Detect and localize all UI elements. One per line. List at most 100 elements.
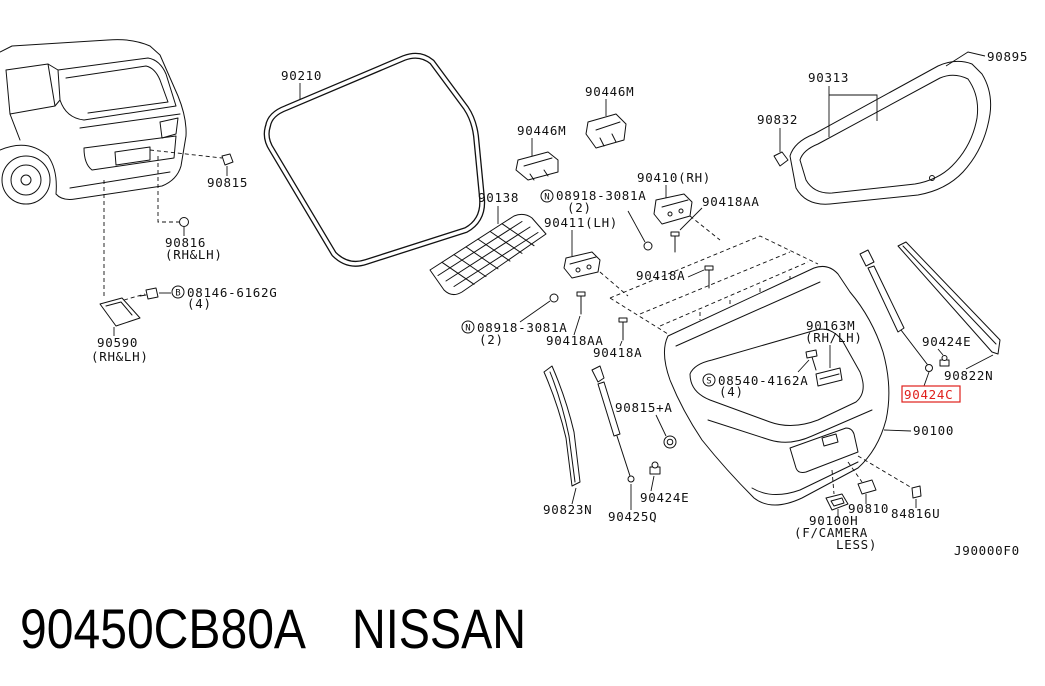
part-90411-hinge-lh [563,251,601,279]
cover-detail [830,497,845,507]
callout-08918-3081A-upper: N 08918-3081A (2) [540,188,646,215]
leader-line-90418A-lower [619,340,623,347]
vehicle-rear-window [57,57,177,121]
finisher-detail [819,373,840,380]
callout-08146-6162G: B 08146-6162G (4) [171,285,277,311]
callout-90895: 90895 [987,49,1028,64]
callout-90823N: 90823N [543,502,592,517]
callout-90832: 90832 [757,112,798,127]
callout-90424C-highlighted: 90424C [901,385,961,403]
hinge-detail [569,256,597,265]
weatherstrip-inner [264,54,484,266]
stay-top-end [859,249,875,267]
leader-line-90100 [883,429,912,432]
door-frame-dashed [609,235,819,335]
vehicle-hatch-lower-panel [83,135,177,171]
leader-line-90313 [828,86,878,137]
part-90313-back-door-glass [789,60,992,205]
finisher-outline [543,365,581,487]
callout-90100: 90100 [913,423,954,438]
callout-90424E-upper: 90424E [922,334,971,349]
part-08146-6162G-bolt [139,287,159,300]
callout-90410: 90410(RH) [637,170,711,185]
door-lower-panel-line [707,409,873,443]
vehicle-bumper-line [69,171,171,189]
part-90446M-upper [585,113,627,149]
callout-90418AA-lower: 90418AA [546,333,604,348]
glass-terminal [929,175,935,181]
prefix-badge-circle [540,189,554,203]
leader-line-90815-A [655,414,667,437]
hinge-hole [586,264,592,270]
bolt-head [576,291,586,297]
part-90418AA-bolt-lower [576,291,586,315]
net-grid-short [441,223,535,285]
stay-ball-end [627,475,635,483]
highlight-box [901,385,961,403]
prefix-badge-letter: B [175,289,180,299]
vehicle-wheel-hub [20,174,32,186]
stud-ball [941,355,948,361]
vehicle-wheel-rim [10,164,42,196]
part-08918-3081A-nut-upper [643,241,653,251]
callout-90313: 90313 [808,70,849,85]
part-08540-4162A-screw [805,349,818,371]
finisher-outline [897,241,1001,355]
prefix-badge-letter: S [706,377,711,387]
leader-line-08918-3081A-upper [627,210,646,243]
prefix-badge-circle [171,285,185,299]
part-90590-bracket [99,293,146,327]
hinge-hole [678,208,684,214]
leader-line-90424E-upper [937,348,944,356]
callout-90425Q: 90425Q [608,509,657,524]
callout-90418A-lower: 90418A [593,345,642,360]
vehicle-body-outline [0,39,187,200]
finisher-inner [549,371,576,483]
callout-note: (F/CAMERA [794,525,868,540]
part-90418A-bolt-upper [704,265,714,289]
caption-part-number: 90450CB80A [20,597,307,660]
bumper-outer [663,435,677,449]
callout-90815-A: 90815+A [615,400,673,415]
hinge-body [653,193,693,225]
callout-08918-3081A-lower: N 08918-3081A (2) [461,320,567,347]
bumper-inner [666,438,674,446]
stay-ball-end [925,364,933,372]
cover-body [825,493,849,511]
door-plate-handle [821,433,839,447]
part-90418A-bolt-lower [618,317,628,341]
callout-code: 08918-3081A [477,320,567,335]
part-90100H-camera-cover [825,493,849,511]
dashed-guide-90815 [149,149,223,159]
caption-brand: NISSAN [352,597,526,660]
part-90424C-gas-stay-rh [859,249,933,372]
leader-line-90895 [945,51,986,67]
part-90425Q-gas-stay-lh [591,365,635,483]
callout-90446M-lower: 90446M [517,123,566,138]
stay-cylinder [597,381,621,437]
vehicle-plate-area [114,146,151,166]
callout-quantity: (4) [187,296,212,311]
leader-line-08540-4162A [797,359,810,373]
clip-body [585,113,627,149]
hinge-hole [667,211,673,217]
bolt-head [618,317,628,323]
callout-note: (RH&LH) [165,247,223,262]
callout-code: 90816 [165,235,206,250]
callout-quantity: (4) [719,384,744,399]
bolt-head [221,153,234,166]
hinge-guide-dashed [599,215,721,297]
dashed-guide-screw [123,293,146,301]
vehicle-rear-window-inner [65,65,169,114]
callout-90815: 90815 [207,175,248,190]
part-90418AA-bolt-upper [670,231,680,253]
diagram-reference-id: J90000F0 [954,543,1020,558]
bracket-detail [105,301,133,316]
hinge-detail [661,199,689,208]
bolt-head [145,287,159,300]
leader-line-90424C [923,371,930,387]
part-90138-net-panel [429,213,547,296]
part-90810-bracket [857,479,877,495]
bolt-head [670,231,680,237]
